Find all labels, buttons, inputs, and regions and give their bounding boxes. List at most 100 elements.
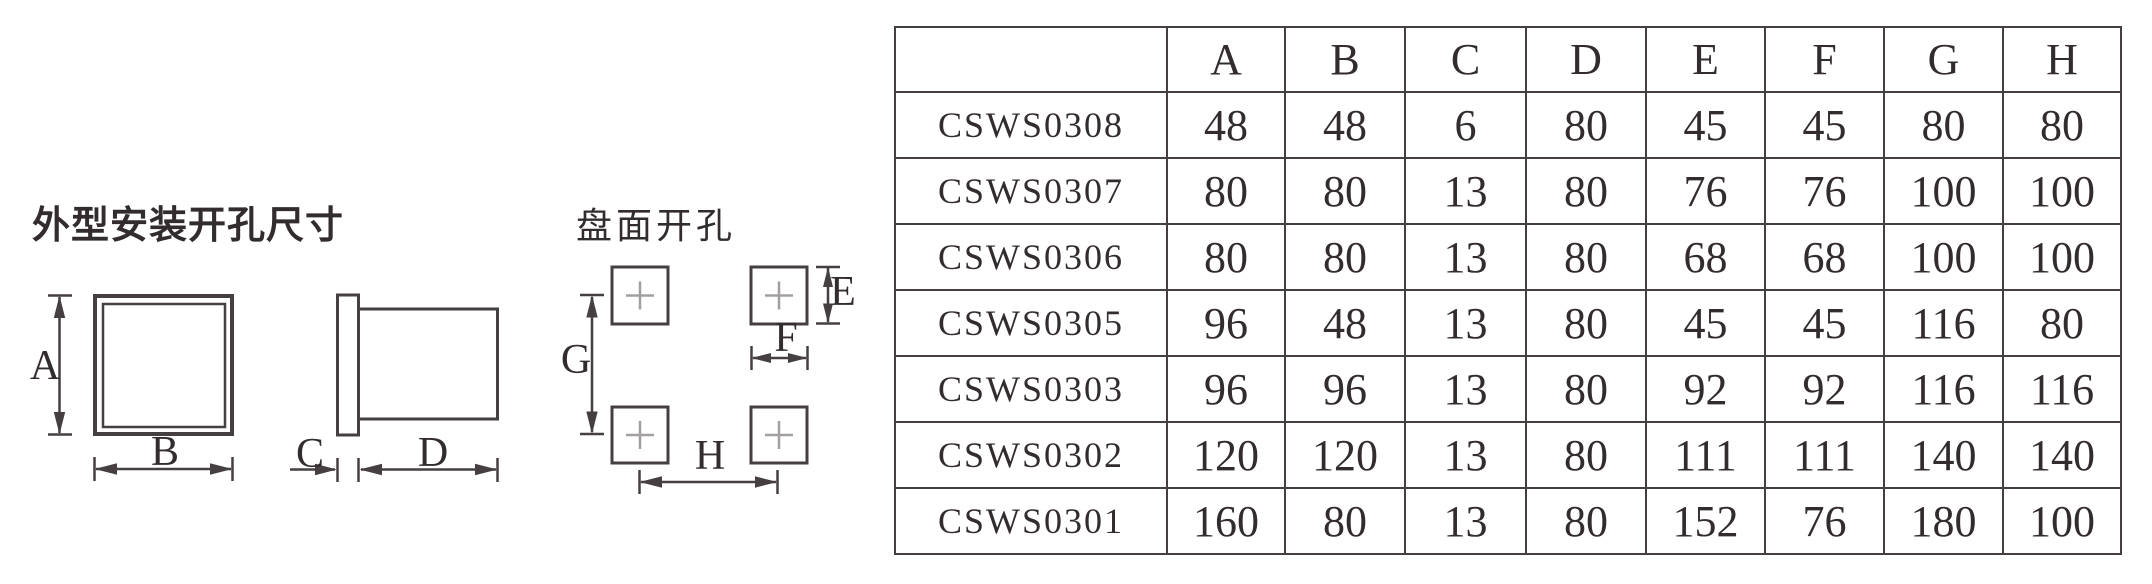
value-cell: 13 bbox=[1404, 157, 1527, 225]
cutout-hole-bottom-left bbox=[610, 405, 670, 465]
column-header: E bbox=[1645, 26, 1766, 93]
value-cell: 68 bbox=[1645, 223, 1766, 291]
dim-b-arrow bbox=[93, 457, 234, 481]
value-cell: 120 bbox=[1284, 421, 1406, 489]
value-cell: 68 bbox=[1764, 223, 1885, 291]
center-cross-marks bbox=[626, 281, 793, 449]
column-header: D bbox=[1525, 26, 1647, 93]
dim-label-a: A bbox=[29, 343, 61, 389]
dim-label-c: C bbox=[295, 431, 325, 477]
value-cell: 80 bbox=[1525, 421, 1647, 489]
value-cell: 45 bbox=[1645, 91, 1766, 159]
value-cell: 100 bbox=[2002, 223, 2122, 291]
value-cell: 92 bbox=[1764, 355, 1885, 423]
dim-label-b: B bbox=[150, 429, 180, 475]
value-cell: 13 bbox=[1404, 289, 1527, 357]
value-cell: 120 bbox=[1166, 421, 1286, 489]
value-cell: 116 bbox=[1883, 355, 2004, 423]
value-cell: 48 bbox=[1284, 91, 1406, 159]
outline-section-title: 外型安装开孔尺寸 bbox=[32, 203, 345, 247]
cutout-hole-bottom-right bbox=[749, 405, 809, 465]
model-cell: CSWS0306 bbox=[894, 223, 1168, 291]
value-cell: 45 bbox=[1645, 289, 1766, 357]
value-cell: 111 bbox=[1645, 421, 1766, 489]
value-cell: 80 bbox=[1525, 157, 1647, 225]
value-cell: 80 bbox=[1284, 157, 1406, 225]
cutout-view bbox=[610, 265, 809, 465]
value-cell: 80 bbox=[1525, 223, 1647, 291]
column-header: G bbox=[1883, 26, 2004, 93]
value-cell: 80 bbox=[1166, 223, 1286, 291]
model-cell: CSWS0302 bbox=[894, 421, 1168, 489]
model-cell: CSWS0307 bbox=[894, 157, 1168, 225]
column-header: C bbox=[1404, 26, 1527, 93]
dim-e-arrow bbox=[816, 265, 840, 325]
value-cell: 13 bbox=[1404, 355, 1527, 423]
value-cell: 100 bbox=[1883, 157, 2004, 225]
value-cell: 48 bbox=[1284, 289, 1406, 357]
model-column-header bbox=[894, 26, 1168, 93]
front-view-outer-frame bbox=[93, 294, 234, 436]
model-cell: CSWS0303 bbox=[894, 355, 1168, 423]
column-header: B bbox=[1284, 26, 1406, 93]
value-cell: 80 bbox=[1525, 289, 1647, 357]
value-cell: 111 bbox=[1764, 421, 1885, 489]
dim-label-d: D bbox=[417, 430, 449, 476]
value-cell: 80 bbox=[1883, 91, 2004, 159]
front-view bbox=[93, 294, 234, 436]
cutout-hole-top-right bbox=[749, 265, 809, 326]
value-cell: 76 bbox=[1764, 157, 1885, 225]
dim-f-arrow bbox=[750, 346, 809, 370]
dim-c-arrow bbox=[290, 458, 360, 482]
side-view-body bbox=[357, 307, 499, 421]
value-cell: 160 bbox=[1166, 487, 1286, 555]
dim-g-arrow bbox=[580, 293, 604, 436]
dim-d-arrow bbox=[359, 458, 499, 482]
value-cell: 80 bbox=[2002, 91, 2122, 159]
value-cell: 45 bbox=[1764, 91, 1885, 159]
dim-label-h: H bbox=[694, 433, 726, 479]
dim-label-f: F bbox=[774, 315, 798, 361]
value-cell: 48 bbox=[1166, 91, 1286, 159]
model-cell: CSWS0305 bbox=[894, 289, 1168, 357]
value-cell: 13 bbox=[1404, 421, 1527, 489]
value-cell: 96 bbox=[1166, 289, 1286, 357]
model-cell: CSWS0308 bbox=[894, 91, 1168, 159]
value-cell: 116 bbox=[1883, 289, 2004, 357]
column-header: F bbox=[1764, 26, 1885, 93]
side-view bbox=[336, 293, 499, 437]
value-cell: 80 bbox=[1525, 487, 1647, 555]
cutout-section-title: 盘面开孔 bbox=[576, 206, 737, 246]
value-cell: 80 bbox=[1525, 91, 1647, 159]
value-cell: 96 bbox=[1166, 355, 1286, 423]
dim-label-g: G bbox=[560, 337, 592, 383]
value-cell: 100 bbox=[2002, 157, 2122, 225]
model-cell: CSWS0301 bbox=[894, 487, 1168, 555]
value-cell: 76 bbox=[1764, 487, 1885, 555]
dimension-diagram bbox=[48, 265, 840, 494]
value-cell: 76 bbox=[1645, 157, 1766, 225]
value-cell: 100 bbox=[2002, 487, 2122, 555]
value-cell: 180 bbox=[1883, 487, 2004, 555]
value-cell: 45 bbox=[1764, 289, 1885, 357]
value-cell: 152 bbox=[1645, 487, 1766, 555]
value-cell: 13 bbox=[1404, 487, 1527, 555]
value-cell: 116 bbox=[2002, 355, 2122, 423]
value-cell: 80 bbox=[1525, 355, 1647, 423]
value-cell: 80 bbox=[1284, 223, 1406, 291]
front-view-inner-frame bbox=[101, 302, 227, 429]
dim-a-arrow bbox=[48, 294, 72, 436]
dim-label-e: E bbox=[830, 269, 856, 315]
value-cell: 140 bbox=[2002, 421, 2122, 489]
